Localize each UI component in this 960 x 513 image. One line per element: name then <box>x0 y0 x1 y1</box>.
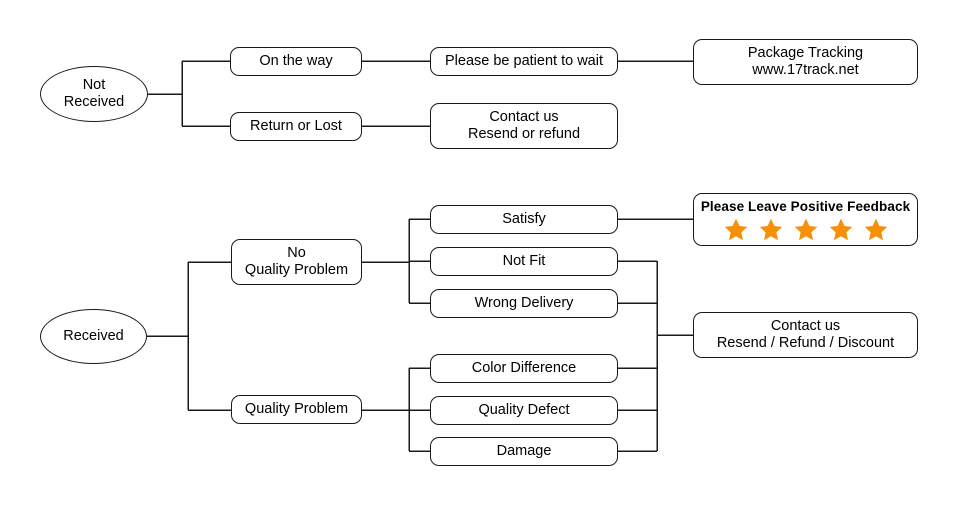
node-quality-problem-label: Quality Problem <box>244 400 349 417</box>
node-wrong-delivery-label: Wrong Delivery <box>474 294 574 311</box>
node-quality-defect-label: Quality Defect <box>478 401 570 418</box>
node-wrong-delivery[interactable]: Wrong Delivery <box>430 289 618 318</box>
node-please-be-patient[interactable]: Please be patient to wait <box>430 47 618 76</box>
node-not-received-label: Not Received <box>63 76 125 110</box>
star-icon[interactable] <box>723 217 749 242</box>
node-return-or-lost[interactable]: Return or Lost <box>230 112 362 141</box>
node-quality-defect[interactable]: Quality Defect <box>430 396 618 425</box>
node-color-difference-label: Color Difference <box>471 359 577 376</box>
feedback-text: Please Leave Positive Feedback <box>700 198 911 214</box>
star-icon[interactable] <box>828 217 854 242</box>
star-icon[interactable] <box>863 217 889 242</box>
star-icon[interactable] <box>793 217 819 242</box>
node-package-tracking-label: Package Tracking www.17track.net <box>747 44 864 78</box>
node-damage[interactable]: Damage <box>430 437 618 466</box>
node-damage-label: Damage <box>496 442 552 459</box>
node-received[interactable]: Received <box>40 309 147 364</box>
node-contact-resend-refund-discount-label: Contact us Resend / Refund / Discount <box>716 317 895 351</box>
star-rating[interactable] <box>723 217 889 242</box>
node-return-or-lost-label: Return or Lost <box>250 117 342 134</box>
node-color-difference[interactable]: Color Difference <box>430 354 618 383</box>
node-quality-problem[interactable]: Quality Problem <box>231 395 362 424</box>
node-satisfy-label: Satisfy <box>502 210 546 227</box>
node-contact-resend-or-refund[interactable]: Contact us Resend or refund <box>430 103 618 149</box>
node-contact-resend-or-refund-label: Contact us Resend or refund <box>467 108 581 142</box>
node-on-the-way[interactable]: On the way <box>230 47 362 76</box>
node-no-quality-problem-label: No Quality Problem <box>244 244 349 278</box>
node-on-the-way-label: On the way <box>259 52 333 69</box>
node-satisfy[interactable]: Satisfy <box>430 205 618 234</box>
node-contact-resend-refund-discount[interactable]: Contact us Resend / Refund / Discount <box>693 312 918 358</box>
node-not-received[interactable]: Not Received <box>40 66 148 122</box>
node-not-fit-label: Not Fit <box>502 252 546 269</box>
node-please-be-patient-label: Please be patient to wait <box>445 52 603 69</box>
node-leave-positive-feedback[interactable]: Please Leave Positive Feedback <box>693 193 918 246</box>
node-package-tracking[interactable]: Package Tracking www.17track.net <box>693 39 918 85</box>
node-received-label: Received <box>63 327 124 344</box>
node-no-quality-problem[interactable]: No Quality Problem <box>231 239 362 285</box>
node-not-fit[interactable]: Not Fit <box>430 247 618 276</box>
star-icon[interactable] <box>758 217 784 242</box>
